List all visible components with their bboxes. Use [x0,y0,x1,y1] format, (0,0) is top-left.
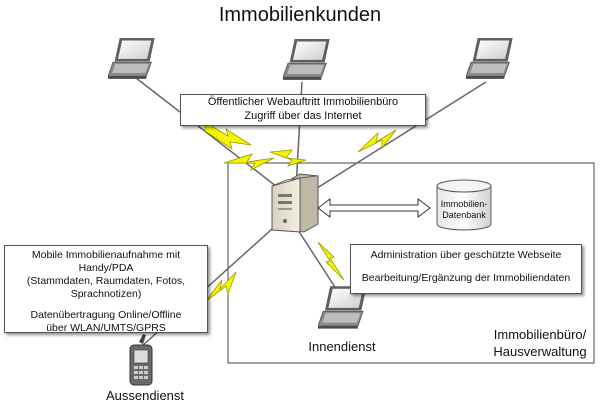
office-label: Immobilienbüro/ Hausverwaltung [482,326,598,360]
laptop-icon [466,37,514,80]
laptop-icon [283,38,331,81]
database-label: Immobilien- Datenbank [436,199,492,221]
web-presence-box: Öffentlicher Webauftritt Immobilienbüro … [180,94,426,126]
aussendienst-label: Aussendienst [105,388,185,403]
office-label-line2: Hausverwaltung [493,344,587,359]
line-server-laptop-left [135,77,295,201]
lightning-bolt-icon [204,271,237,303]
database-label-line1: Immobilien- [440,199,488,209]
mobile-box-line4: Datenübertragung Online/Offline [30,309,182,321]
admin-box-line1: Administration über geschützte Webseite [370,249,562,261]
lightning-bolt-icon [269,149,307,167]
laptop-icon [108,37,156,80]
mobile-box-line2: (Stammdaten, Raumdaten, Fotos, [26,275,186,287]
lightning-bolt-icons [204,121,397,303]
administration-box: Administration über geschützte Webseite … [350,244,582,294]
innendienst-label: Innendienst [308,339,376,354]
mobile-capture-box: Mobile Immobilienaufnahme mit Handy/PDA … [4,245,208,334]
admin-box-line2: Bearbeitung/Ergänzung der Immobiliendate… [361,272,571,284]
mobile-phone-icon [129,334,153,386]
server-database-arrow [317,198,431,218]
server-icon [271,173,319,233]
lightning-bolt-icon [317,241,345,281]
web-box-line1: Öffentlicher Webauftritt Immobilienbüro [207,96,399,108]
lightning-bolt-icon [223,153,275,171]
office-boundary [227,162,595,364]
lightning-bolt-icon [204,121,252,150]
database-icon [436,179,492,231]
database-label-line2: Datenbank [442,210,486,220]
line-server-laptop-right [297,81,487,201]
lightning-bolt-icon [357,129,397,153]
page-title: Immobilienkunden [218,4,382,26]
office-label-line1: Immobilienbüro/ [493,327,587,342]
mobile-box-line1: Mobile Immobilienaufnahme mit Handy/PDA [31,249,181,274]
mobile-box-line5: über WLAN/UMTS/GPRS [46,322,166,334]
web-box-line2: Zugriff über das Internet [244,110,362,122]
mobile-box-line3: Sprachnotizen) [70,288,142,300]
